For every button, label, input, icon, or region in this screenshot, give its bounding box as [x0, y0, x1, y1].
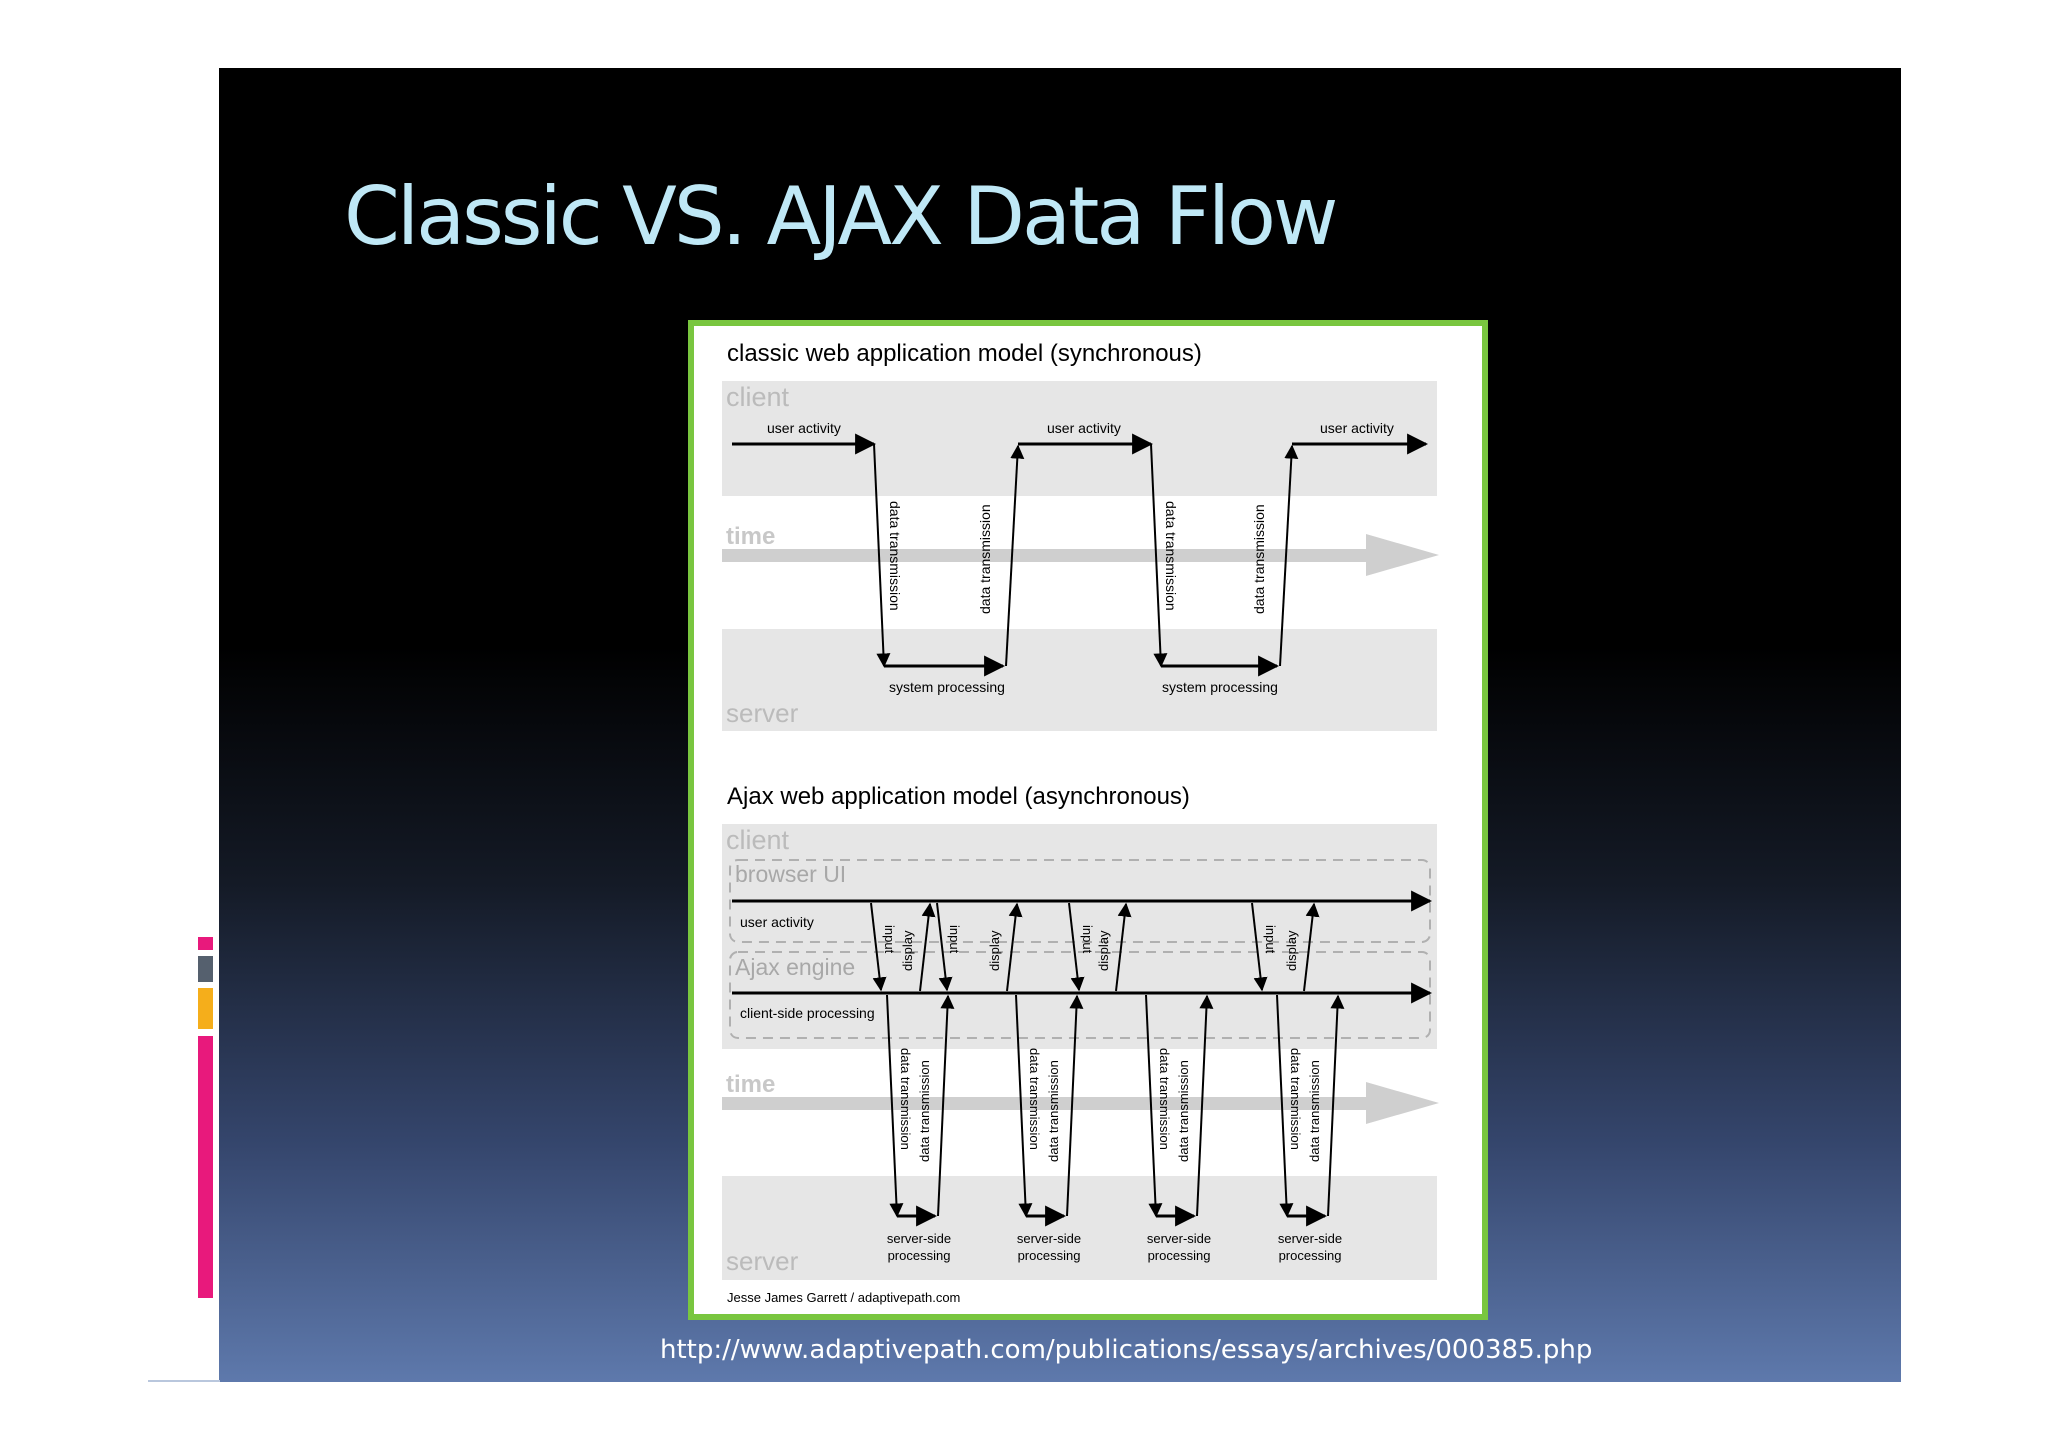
classic-user-activity-3: user activity	[1320, 420, 1394, 436]
bottom-rule	[148, 1380, 220, 1382]
server-side-4a: server-side	[1278, 1231, 1342, 1246]
ajax-data-transmission-5: data transmission	[1157, 1048, 1172, 1150]
input-label-3: input	[1080, 925, 1095, 954]
classic-system-processing-1: system processing	[889, 679, 1005, 695]
classic-time-label: time	[726, 523, 775, 550]
classic-data-transmission-2: data transmission	[977, 504, 993, 614]
ajax-server-band	[722, 1176, 1437, 1280]
server-side-2a: server-side	[1017, 1231, 1081, 1246]
ajax-client-band	[722, 824, 1437, 1049]
ajax-data-transmission-8: data transmission	[1307, 1060, 1322, 1162]
ajax-time-arrow	[722, 1082, 1439, 1124]
ajax-input-display-arrows	[870, 902, 1320, 992]
classic-user-activity-1: user activity	[767, 420, 841, 436]
source-url: http://www.adaptivepath.com/publications…	[660, 1335, 1593, 1365]
display-label-1: display	[900, 930, 915, 971]
server-side-4b: processing	[1279, 1248, 1342, 1263]
classic-user-activity-2: user activity	[1047, 420, 1121, 436]
ajax-data-transmission-4: data transmission	[1046, 1060, 1061, 1162]
classic-client-band	[722, 381, 1437, 496]
ajax-data-transmission-1: data transmission	[898, 1048, 913, 1150]
ajax-data-transmission-7: data transmission	[1288, 1048, 1303, 1150]
ajax-client-side-processing: client-side processing	[740, 1005, 875, 1021]
dataflow-diagram: classic web application model (synchrono…	[722, 340, 1439, 1305]
ajax-data-transmission-6: data transmission	[1176, 1060, 1191, 1162]
ajax-data-transmission-2: data transmission	[917, 1060, 932, 1162]
input-label-2: input	[947, 925, 962, 954]
display-label-3: display	[1096, 930, 1111, 971]
server-side-2b: processing	[1018, 1248, 1081, 1263]
ajax-time-label: time	[726, 1071, 775, 1098]
display-label-2: display	[987, 930, 1002, 971]
classic-transmission-arrows	[873, 443, 1299, 668]
classic-server-band	[722, 629, 1437, 731]
classic-data-transmission-1: data transmission	[887, 501, 903, 611]
server-side-1b: processing	[888, 1248, 951, 1263]
ajax-user-activity: user activity	[740, 914, 814, 930]
browser-ui-label: browser UI	[735, 861, 846, 887]
classic-data-transmission-4: data transmission	[1251, 504, 1267, 614]
server-side-1a: server-side	[887, 1231, 951, 1246]
input-label-4: input	[1263, 925, 1278, 954]
classic-data-transmission-3: data transmission	[1163, 501, 1179, 611]
classic-time-arrow	[722, 534, 1439, 576]
ajax-client-label: client	[726, 825, 790, 855]
ajax-engine-label: Ajax engine	[735, 954, 855, 980]
diagram-frame: classic web application model (synchrono…	[688, 320, 1488, 1320]
server-side-3b: processing	[1148, 1248, 1211, 1263]
classic-server-label: server	[726, 698, 799, 728]
server-side-labels: server-side processing server-side proce…	[887, 1231, 1342, 1263]
diagram-credit: Jesse James Garrett / adaptivepath.com	[727, 1290, 960, 1305]
display-label-4: display	[1284, 930, 1299, 971]
server-side-3a: server-side	[1147, 1231, 1211, 1246]
ajax-heading: Ajax web application model (asynchronous…	[727, 783, 1190, 810]
classic-heading: classic web application model (synchrono…	[727, 340, 1202, 367]
browser-ui-box	[729, 859, 1431, 943]
ajax-server-label: server	[726, 1246, 799, 1276]
input-label-1: input	[882, 925, 897, 954]
ajax-data-transmission-3: data transmission	[1027, 1048, 1042, 1150]
classic-system-processing-2: system processing	[1162, 679, 1278, 695]
classic-client-label: client	[726, 382, 790, 412]
slide-title: Classic VS. AJAX Data Flow	[344, 170, 1338, 263]
ajax-transmission-arrows	[886, 994, 1345, 1218]
